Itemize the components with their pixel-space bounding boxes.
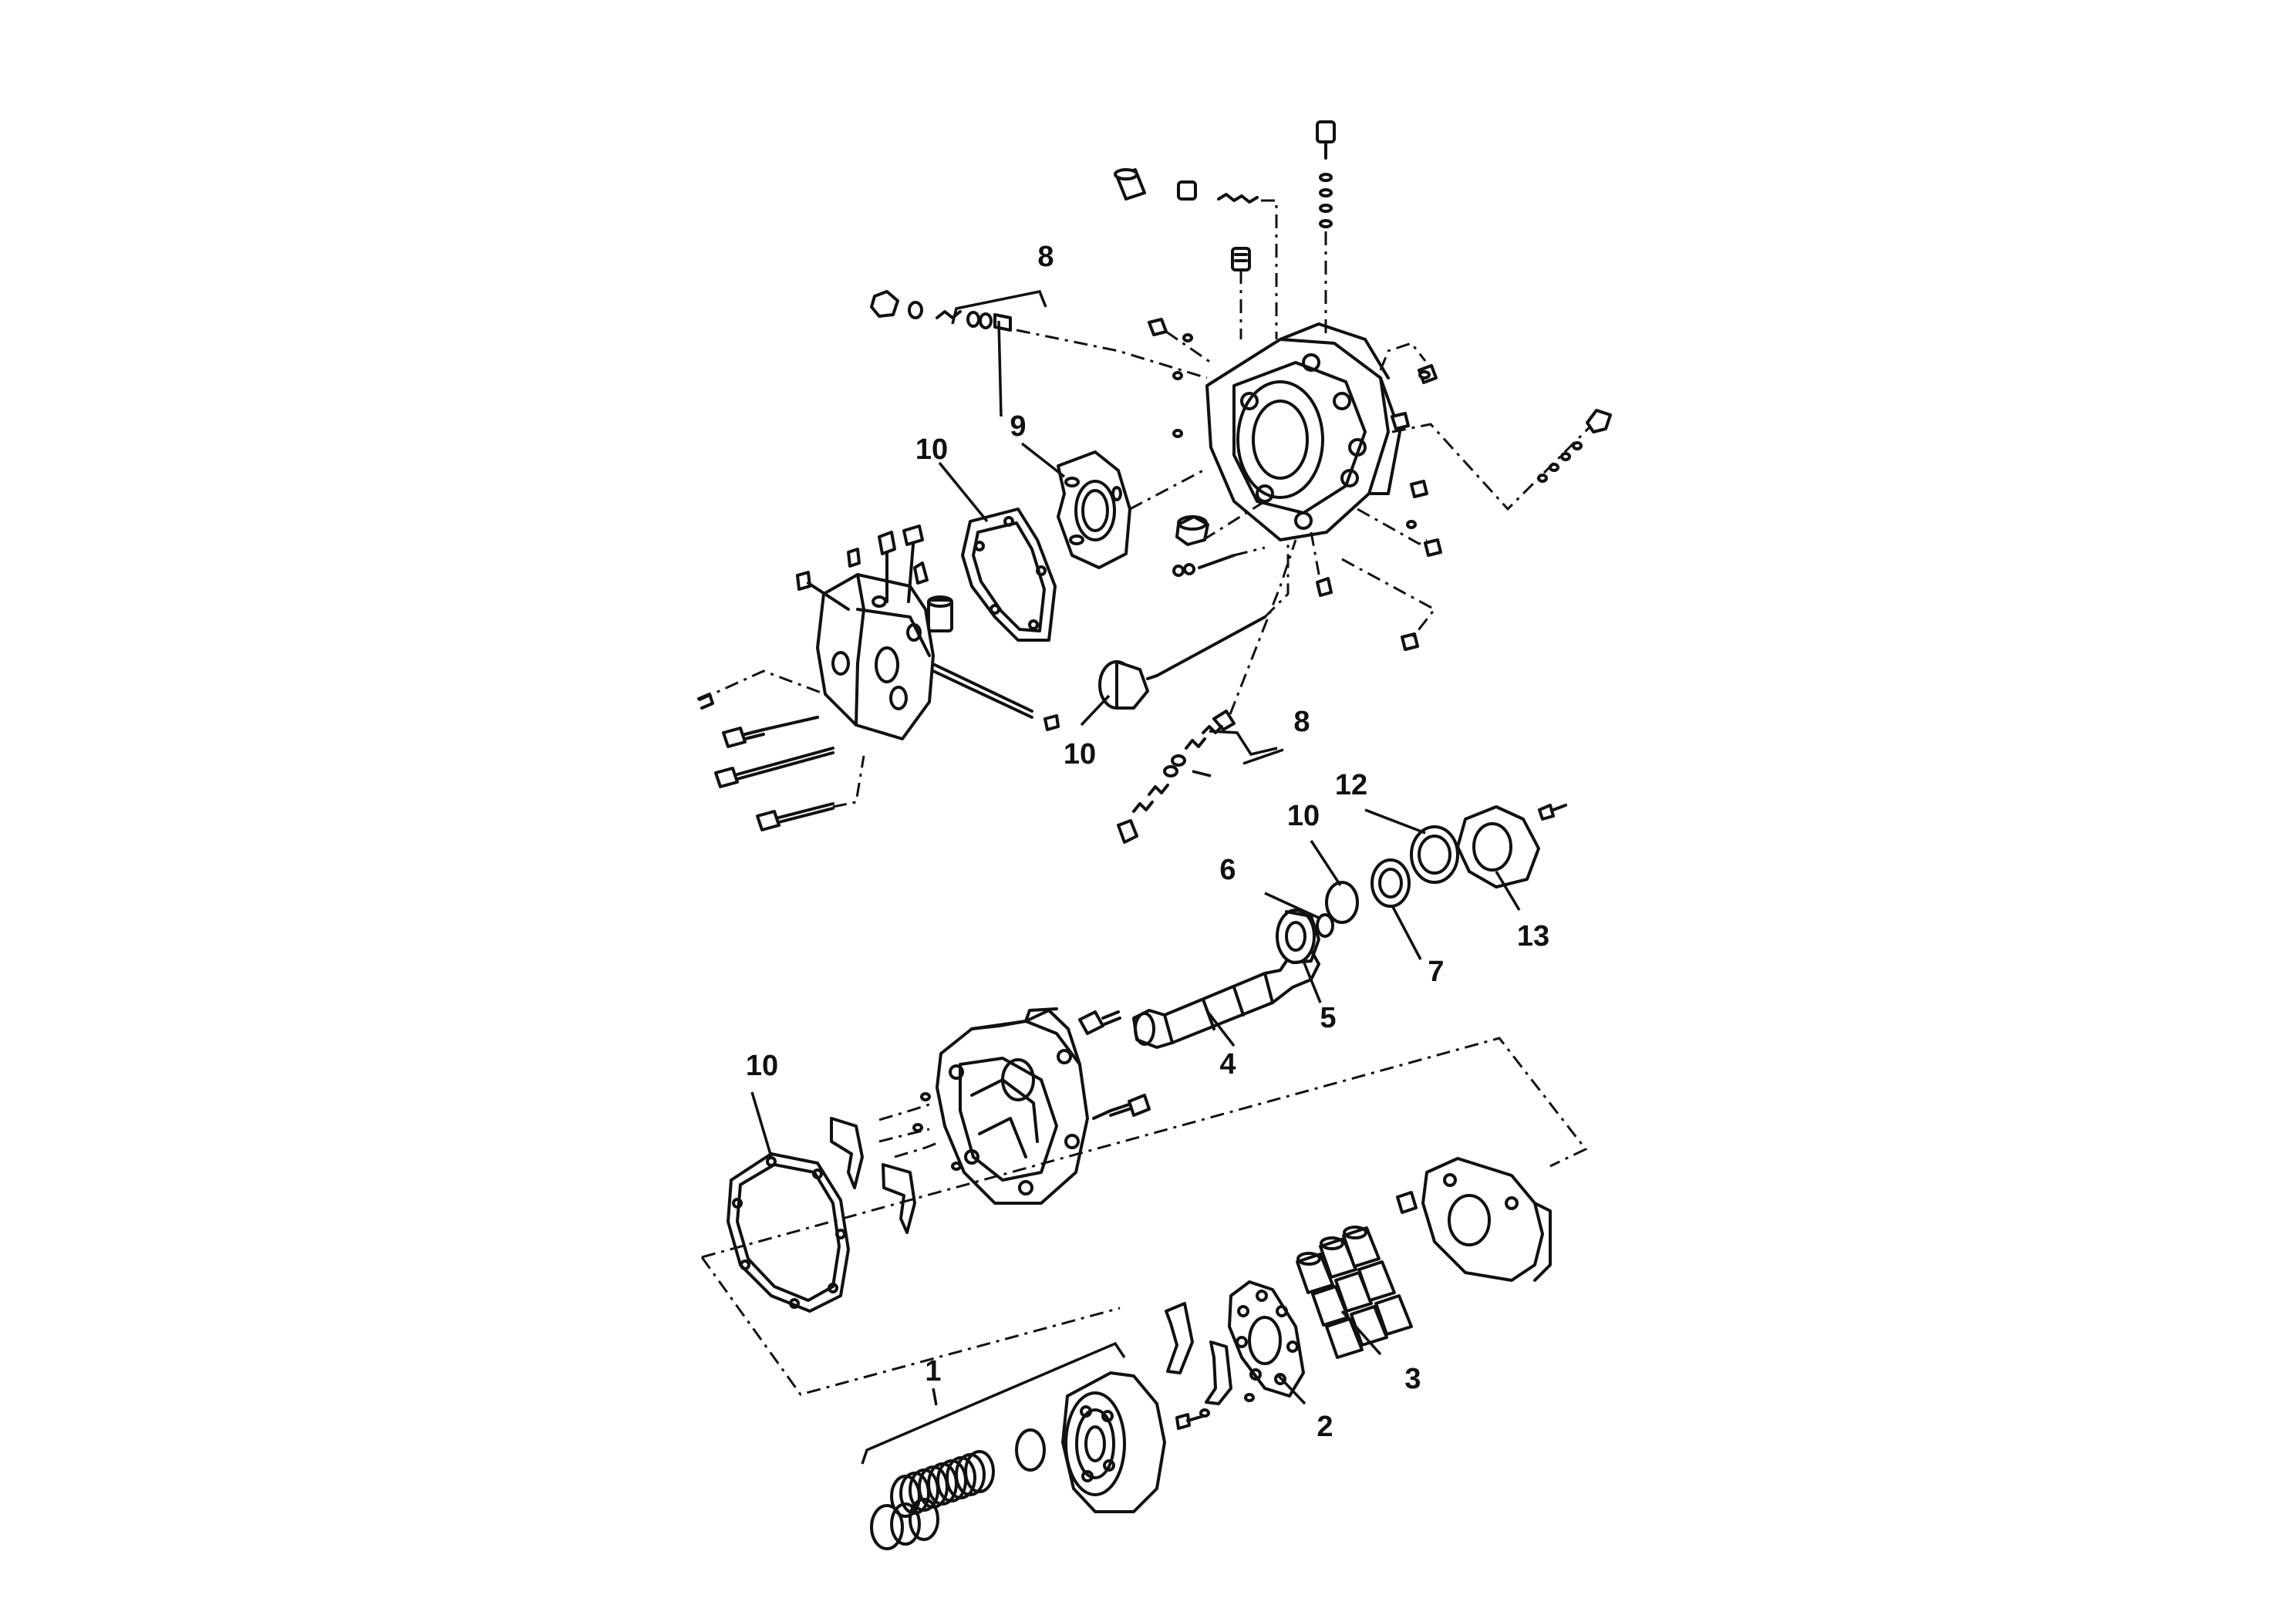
clips-and-pins bbox=[1165, 1302, 1255, 1430]
oil-seal-7 bbox=[1371, 858, 1411, 908]
leader-10-shaft bbox=[1310, 840, 1342, 886]
relief-valve-lower bbox=[1117, 539, 1297, 844]
callout-13: 13 bbox=[1517, 920, 1549, 953]
top-bolt-stack bbox=[1316, 120, 1336, 339]
leader-3 bbox=[1340, 1310, 1382, 1356]
callout-2: 2 bbox=[1317, 1411, 1333, 1443]
callout-leaders bbox=[750, 289, 1521, 1465]
assembly-group-outline bbox=[700, 1037, 1588, 1396]
housing-bolt-upper-left bbox=[1148, 318, 1212, 438]
callout-9: 9 bbox=[1010, 410, 1026, 443]
leader-10-upper bbox=[938, 461, 989, 523]
pump-housing bbox=[1205, 322, 1401, 541]
cylinder-block-1 bbox=[1061, 1371, 1166, 1513]
leader-1 bbox=[932, 1388, 938, 1406]
oring-10-shaft bbox=[1325, 881, 1359, 924]
callout-8-lower: 8 bbox=[1293, 706, 1310, 738]
leader-8-lower bbox=[1242, 748, 1284, 765]
relief-valve-upper bbox=[870, 290, 1208, 379]
callout-3: 3 bbox=[1404, 1363, 1421, 1395]
leader-13 bbox=[1495, 871, 1521, 911]
callout-12: 12 bbox=[1335, 769, 1367, 801]
bracket-1 bbox=[861, 1341, 1126, 1465]
housing-lower-fittings bbox=[1172, 500, 1437, 651]
snap-ring-6 bbox=[1316, 913, 1334, 938]
top-left-small-parts bbox=[1114, 168, 1278, 339]
leader-10-lower bbox=[750, 1091, 773, 1158]
callout-6: 6 bbox=[1219, 854, 1236, 886]
servo-block bbox=[796, 524, 1060, 740]
valve-plate-9 bbox=[1057, 450, 1204, 569]
swash-guide-shoes bbox=[830, 1117, 916, 1234]
bracket-8-upper bbox=[951, 289, 1047, 325]
callout-10-middle: 10 bbox=[1064, 738, 1096, 771]
plug-10-middle bbox=[1098, 540, 1290, 710]
pump-casing bbox=[936, 1007, 1089, 1205]
callout-10-lower: 10 bbox=[746, 1050, 778, 1082]
leader-10-middle bbox=[1080, 694, 1111, 727]
leader-2 bbox=[1276, 1373, 1306, 1405]
leader-4 bbox=[1206, 1010, 1236, 1047]
bracket-8-lower-b bbox=[1192, 770, 1212, 777]
drive-shaft-4 bbox=[1132, 949, 1320, 1049]
housing-right-fittings bbox=[1357, 342, 1612, 557]
gasket-10-upper bbox=[961, 508, 1057, 642]
retainer-plate-2 bbox=[1228, 1280, 1305, 1398]
callout-8-upper: 8 bbox=[1037, 241, 1054, 273]
block-springs bbox=[870, 1428, 1046, 1550]
callout-4: 4 bbox=[1219, 1048, 1236, 1081]
callout-labels: 8 9 10 10 8 10 12 6 13 7 5 4 10 1 3 2 bbox=[746, 241, 1549, 1443]
pistons-3 bbox=[1296, 1226, 1413, 1359]
callout-7: 7 bbox=[1428, 956, 1444, 988]
callout-1: 1 bbox=[925, 1355, 941, 1388]
leader-5 bbox=[1302, 960, 1322, 1003]
end-cover bbox=[1396, 1157, 1552, 1282]
leader-6 bbox=[1264, 892, 1320, 919]
bracket-8-lower bbox=[1209, 730, 1278, 756]
leader-8-upper bbox=[997, 320, 1003, 417]
callout-10-shaft: 10 bbox=[1287, 800, 1320, 832]
bearing-5 bbox=[1276, 909, 1320, 964]
casing-bolts bbox=[878, 1010, 1151, 1171]
callout-5: 5 bbox=[1320, 1002, 1336, 1034]
leader-12 bbox=[1364, 808, 1426, 835]
retainer-plate-13 bbox=[1456, 804, 1567, 889]
oil-seal-12 bbox=[1410, 825, 1459, 884]
gasket-10-lower bbox=[727, 1152, 850, 1313]
leader-9 bbox=[1020, 442, 1066, 478]
callout-10-upper: 10 bbox=[915, 433, 948, 466]
leader-7 bbox=[1391, 905, 1422, 960]
servo-long-bolts bbox=[697, 669, 865, 831]
